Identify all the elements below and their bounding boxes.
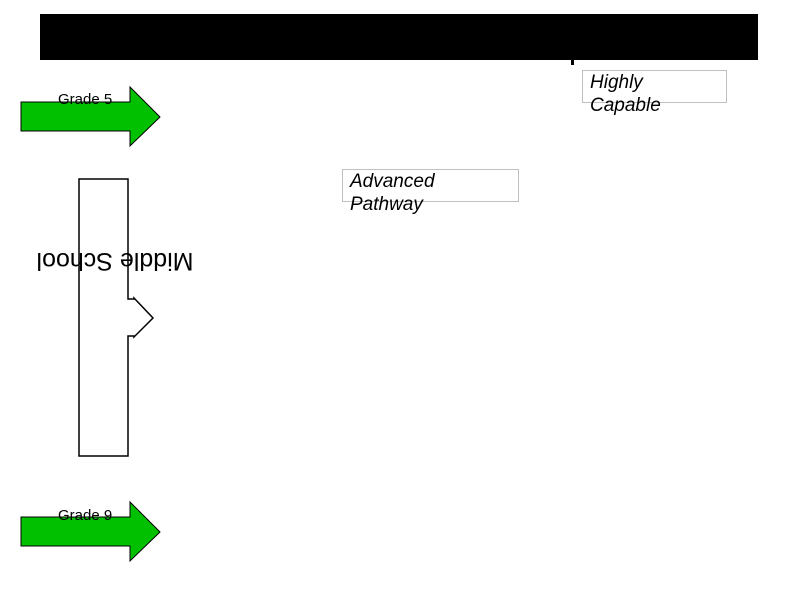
grade-5-arrow	[20, 85, 161, 148]
grade-9-arrow	[20, 500, 161, 563]
middle-school-outline	[78, 178, 155, 457]
advanced-pathway-line-1: Advanced	[350, 171, 435, 192]
grade-5-label: Grade 5	[58, 91, 113, 108]
advanced-pathway-line-2: Pathway	[350, 194, 423, 215]
grade-5-arrow-shape	[20, 85, 161, 148]
middle-school-label: Middle School	[36, 247, 194, 275]
highly-capable-line-2: Capable	[590, 95, 661, 116]
title-bar-tick	[571, 60, 574, 65]
grade-9-arrow-shape	[20, 500, 161, 563]
grade-9-label: Grade 9	[58, 507, 113, 524]
title-bar	[40, 14, 758, 60]
highly-capable-box: Highly Capable	[582, 70, 727, 116]
highly-capable-line-1: Highly	[590, 72, 643, 93]
middle-school-shape	[78, 178, 155, 457]
advanced-pathway-box: Advanced Pathway	[342, 169, 519, 215]
